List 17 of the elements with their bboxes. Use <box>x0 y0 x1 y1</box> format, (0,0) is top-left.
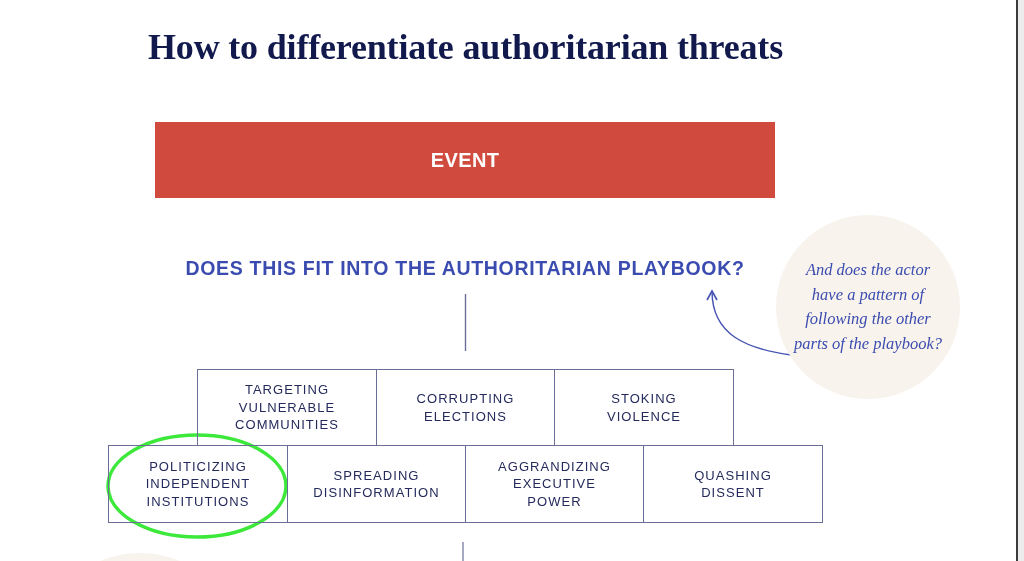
page-title: How to differentiate authoritarian threats <box>148 26 783 69</box>
category-label: CORRUPTING ELECTIONS <box>415 390 516 425</box>
category-label: SPREADING DISINFORMATION <box>312 466 441 502</box>
category-label: TARGETING VULNERABLE COMMUNITIES <box>234 381 340 434</box>
category-box <box>197 369 377 446</box>
connector-line <box>464 293 467 352</box>
category-box <box>108 445 288 523</box>
category-label: STOKING VIOLENCE <box>605 390 683 425</box>
category-box <box>643 445 823 523</box>
question-heading: DOES THIS FIT INTO THE AUTHORITARIAN PLAYBOOK? <box>155 254 775 284</box>
category-label: QUASHING DISSENT <box>693 466 773 502</box>
event-label: EVENT <box>430 148 500 173</box>
category-label: POLITICIZING INDEPENDENT INSTITUTIONS <box>144 457 252 511</box>
event-banner <box>155 122 775 198</box>
category-label: AGGRANDIZING EXECUTIVE POWER <box>497 457 612 511</box>
category-box <box>554 369 734 446</box>
callout-text: And does the actor have a pattern of following the other parts of the playbook? <box>793 259 943 355</box>
